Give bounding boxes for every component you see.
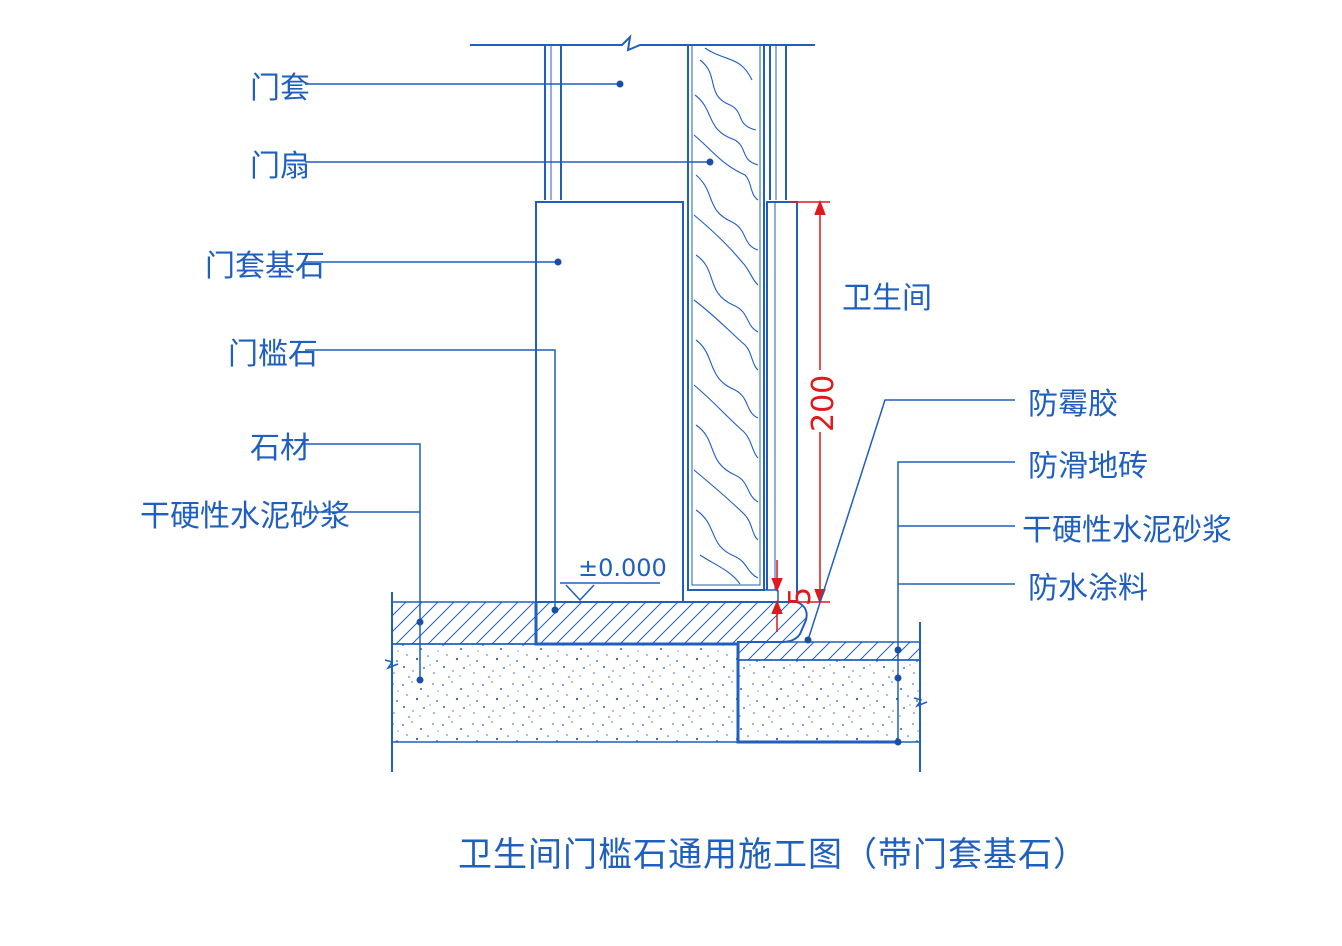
break-mark [913, 697, 928, 708]
label-stone: 石材 [250, 431, 310, 466]
anti-slip-tile [737, 641, 921, 661]
dimension-200: 200 [806, 375, 841, 432]
label-anti-mold-sealant: 防霉胶 [1028, 387, 1118, 422]
drawing-title: 卫生间门槛石通用施工图（带门套基石） [458, 835, 1088, 875]
level-mark [560, 582, 660, 602]
stone-layer [391, 601, 537, 645]
top-break-line [470, 34, 815, 52]
threshold-stone [535, 601, 808, 645]
label-dry-mortar-left: 干硬性水泥砂浆 [140, 499, 350, 534]
door-leaf [687, 44, 765, 591]
dimension-5: 5 [783, 587, 818, 606]
label-threshold-stone: 门槛石 [228, 337, 318, 372]
casing-base-stone-right [766, 201, 798, 598]
label-door-casing: 门套 [250, 71, 310, 106]
waterproof-line [534, 602, 898, 744]
label-anti-slip-tile: 防滑地砖 [1028, 449, 1148, 484]
casing-base-stone [535, 201, 684, 602]
mortar-right [737, 659, 921, 743]
label-dry-mortar-right: 干硬性水泥砂浆 [1022, 513, 1232, 548]
mortar-left [391, 643, 739, 743]
room-label: 卫生间 [842, 281, 932, 316]
break-mark [384, 659, 399, 670]
label-door-leaf: 门扇 [250, 149, 310, 184]
right-leader-dots [804, 636, 902, 746]
wood-grain [693, 47, 759, 585]
label-casing-base-stone: 门套基石 [205, 249, 325, 284]
left-leaders [305, 83, 710, 680]
dimension-lines [771, 199, 830, 632]
level-mark-text: ±0.000 [578, 554, 667, 582]
leader-dots [416, 80, 714, 684]
label-waterproof-coating: 防水涂料 [1028, 571, 1148, 606]
